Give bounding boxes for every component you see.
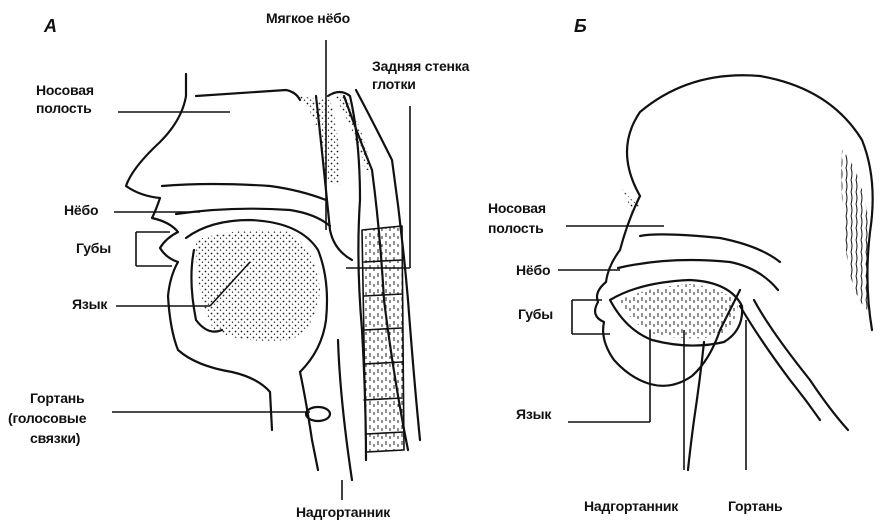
label-b-tongue: Язык [516, 406, 551, 423]
tongue-texture-b [620, 284, 738, 339]
label-larynx-line2: (голосовые [8, 410, 86, 427]
label-b-larynx: Гортань [728, 498, 782, 515]
label-lips: Губы [76, 240, 111, 257]
label-pharynx-wall-line1: Задняя стенка [372, 58, 469, 75]
label-b-lips: Губы [518, 306, 553, 323]
panel-b-letter: Б [574, 16, 587, 37]
hair-texture [842, 150, 871, 312]
nasal-roof [196, 90, 300, 100]
nasal-floor [162, 184, 326, 200]
label-b-nasal-cavity-line1: Носовая [488, 200, 546, 217]
label-larynx-line1: Гортань [30, 390, 84, 407]
label-tongue: Язык [72, 296, 107, 313]
label-b-palate: Нёбо [516, 262, 550, 279]
vocal-cords [306, 407, 330, 421]
label-palate: Нёбо [64, 202, 98, 219]
label-epiglottis: Надгортанник [296, 504, 390, 521]
label-nasal-cavity-line1: Носовая [36, 82, 94, 99]
label-b-epiglottis: Надгортанник [584, 498, 678, 515]
label-larynx-line3: связки) [30, 430, 80, 447]
label-pharynx-wall-line2: глотки [372, 76, 416, 93]
tongue-texture [196, 230, 320, 341]
label-b-nasal-cavity-line2: полость [488, 220, 544, 237]
label-nasal-cavity-line2: полость [36, 100, 92, 117]
label-soft-palate: Мягкое нёбо [266, 10, 350, 27]
panel-a-letter: А [44, 16, 57, 37]
panel-b-drawing [595, 75, 873, 470]
